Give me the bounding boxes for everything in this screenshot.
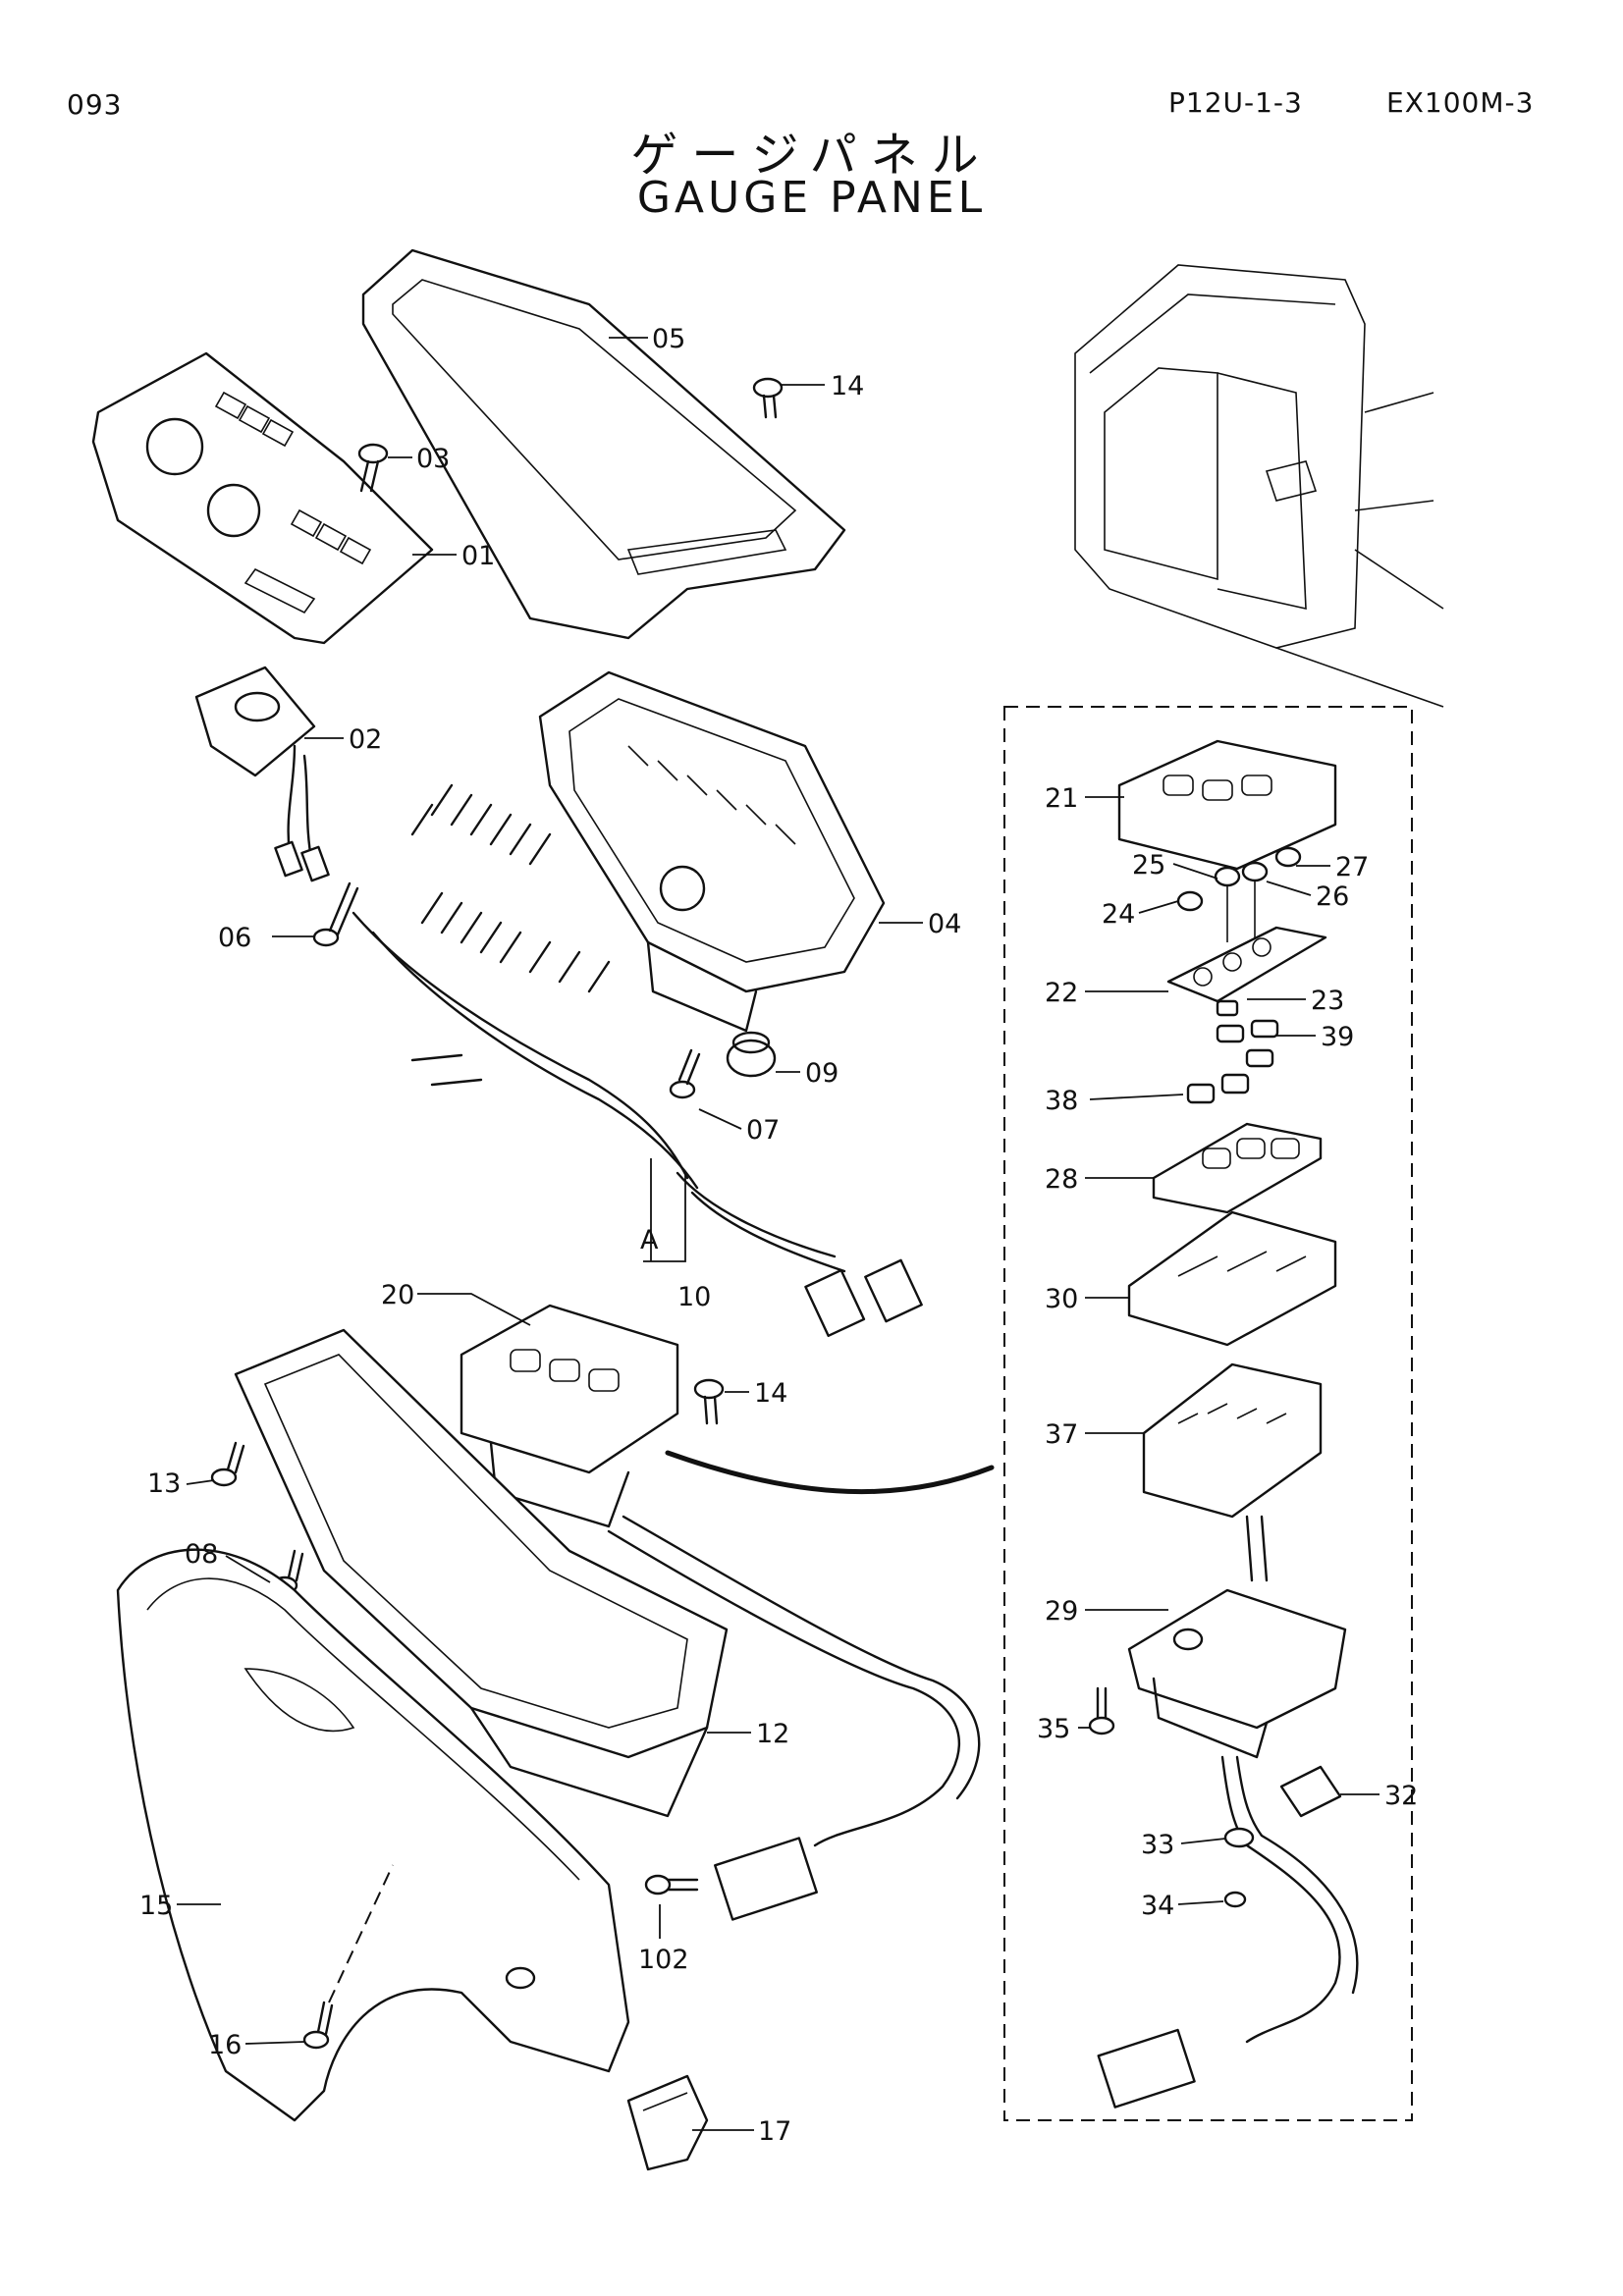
callout-08: 08 <box>185 1539 218 1570</box>
callout-102: 102 <box>638 1945 689 1975</box>
callout-leader-lines <box>177 337 1380 2131</box>
part-13-screw <box>210 1441 245 1487</box>
detail-view-boundary <box>1003 706 1413 2121</box>
part-102-bolt <box>644 1874 699 1896</box>
part-15-side-cover <box>116 1548 630 2122</box>
callout-10: 10 <box>677 1282 711 1312</box>
callout-15: 15 <box>139 1891 173 1921</box>
callout-16: 16 <box>208 2030 242 2060</box>
part-14-screw-upper <box>752 377 784 419</box>
cab-location-sketch <box>1074 264 1444 708</box>
part-20-gauge-module <box>460 1304 679 1528</box>
callout-12: 12 <box>756 1719 789 1749</box>
part-03-screw <box>357 443 389 493</box>
callout-35: 35 <box>1037 1714 1070 1744</box>
callout-01: 01 <box>461 541 495 571</box>
callout-32: 32 <box>1384 1781 1418 1811</box>
wiring-harness <box>352 783 923 1338</box>
callout-25: 25 <box>1132 850 1165 881</box>
callout-26: 26 <box>1316 881 1349 912</box>
callout-22: 22 <box>1045 978 1078 1008</box>
section-code: P12U-1-3 <box>1168 86 1303 119</box>
title-english: GAUGE PANEL <box>636 173 987 223</box>
part-01-gauge-panel-face <box>91 351 434 645</box>
callout-29: 29 <box>1045 1596 1078 1627</box>
part-35-screw <box>1088 1686 1115 1735</box>
part-30-inner-panel <box>1127 1210 1337 1347</box>
title-japanese: ゲージパネル <box>630 128 993 183</box>
part-05-cover-frame <box>361 248 846 640</box>
callout-02: 02 <box>349 724 382 755</box>
part-14-screw-lower <box>693 1378 725 1425</box>
callout-A: A <box>640 1225 659 1255</box>
callout-28: 28 <box>1045 1164 1078 1195</box>
part-37-pcb-assembly <box>1142 1362 1323 1582</box>
model-code: EX100M-3 <box>1386 86 1535 119</box>
callout-37: 37 <box>1045 1419 1078 1450</box>
callout-04: 04 <box>928 909 961 939</box>
part-07-screw <box>669 1048 701 1099</box>
callout-14-lower: 14 <box>754 1378 787 1409</box>
callout-24: 24 <box>1102 899 1135 930</box>
part-04-gauge-case <box>538 670 886 1033</box>
part-21-top-cover <box>1117 739 1337 871</box>
part-28-keypad-frame <box>1152 1122 1323 1214</box>
callout-17: 17 <box>758 2116 791 2147</box>
part-23-38-39-buttons <box>1186 999 1279 1104</box>
page-number: 093 <box>67 88 123 121</box>
callout-06: 06 <box>218 923 251 953</box>
callout-13: 13 <box>147 1468 181 1499</box>
callout-39: 39 <box>1321 1022 1354 1052</box>
callout-30: 30 <box>1045 1284 1078 1314</box>
connecting-cable <box>665 1450 995 1495</box>
callout-34: 34 <box>1141 1891 1174 1921</box>
callout-05: 05 <box>652 324 685 354</box>
part-33-34-clamp-and-cable <box>1097 1755 1359 2109</box>
part-29-housing <box>1127 1588 1347 1759</box>
part-09-plug <box>726 1031 777 1078</box>
part-02-switch-assembly <box>194 666 330 882</box>
part-06-screw <box>312 881 359 947</box>
part-24-27-knobs <box>1176 846 1302 942</box>
callout-23: 23 <box>1311 986 1344 1016</box>
callout-03: 03 <box>416 444 450 474</box>
callout-14-upper: 14 <box>831 371 864 401</box>
callout-21: 21 <box>1045 783 1078 814</box>
part-16-screw <box>302 1864 394 2050</box>
callout-38: 38 <box>1045 1086 1078 1116</box>
part-17-cap <box>626 2074 709 2171</box>
part-22-circuit-board <box>1166 926 1327 1003</box>
callout-07: 07 <box>746 1115 780 1146</box>
part-32-bracket <box>1279 1765 1342 1818</box>
callout-20: 20 <box>381 1280 414 1310</box>
callout-09: 09 <box>805 1058 839 1089</box>
part-12-console-frame <box>234 1328 981 1921</box>
callout-labels: 05 14 03 01 02 04 06 09 07 A 10 20 14 13… <box>139 324 1418 2147</box>
callout-33: 33 <box>1141 1830 1174 1860</box>
callout-27: 27 <box>1335 852 1369 882</box>
